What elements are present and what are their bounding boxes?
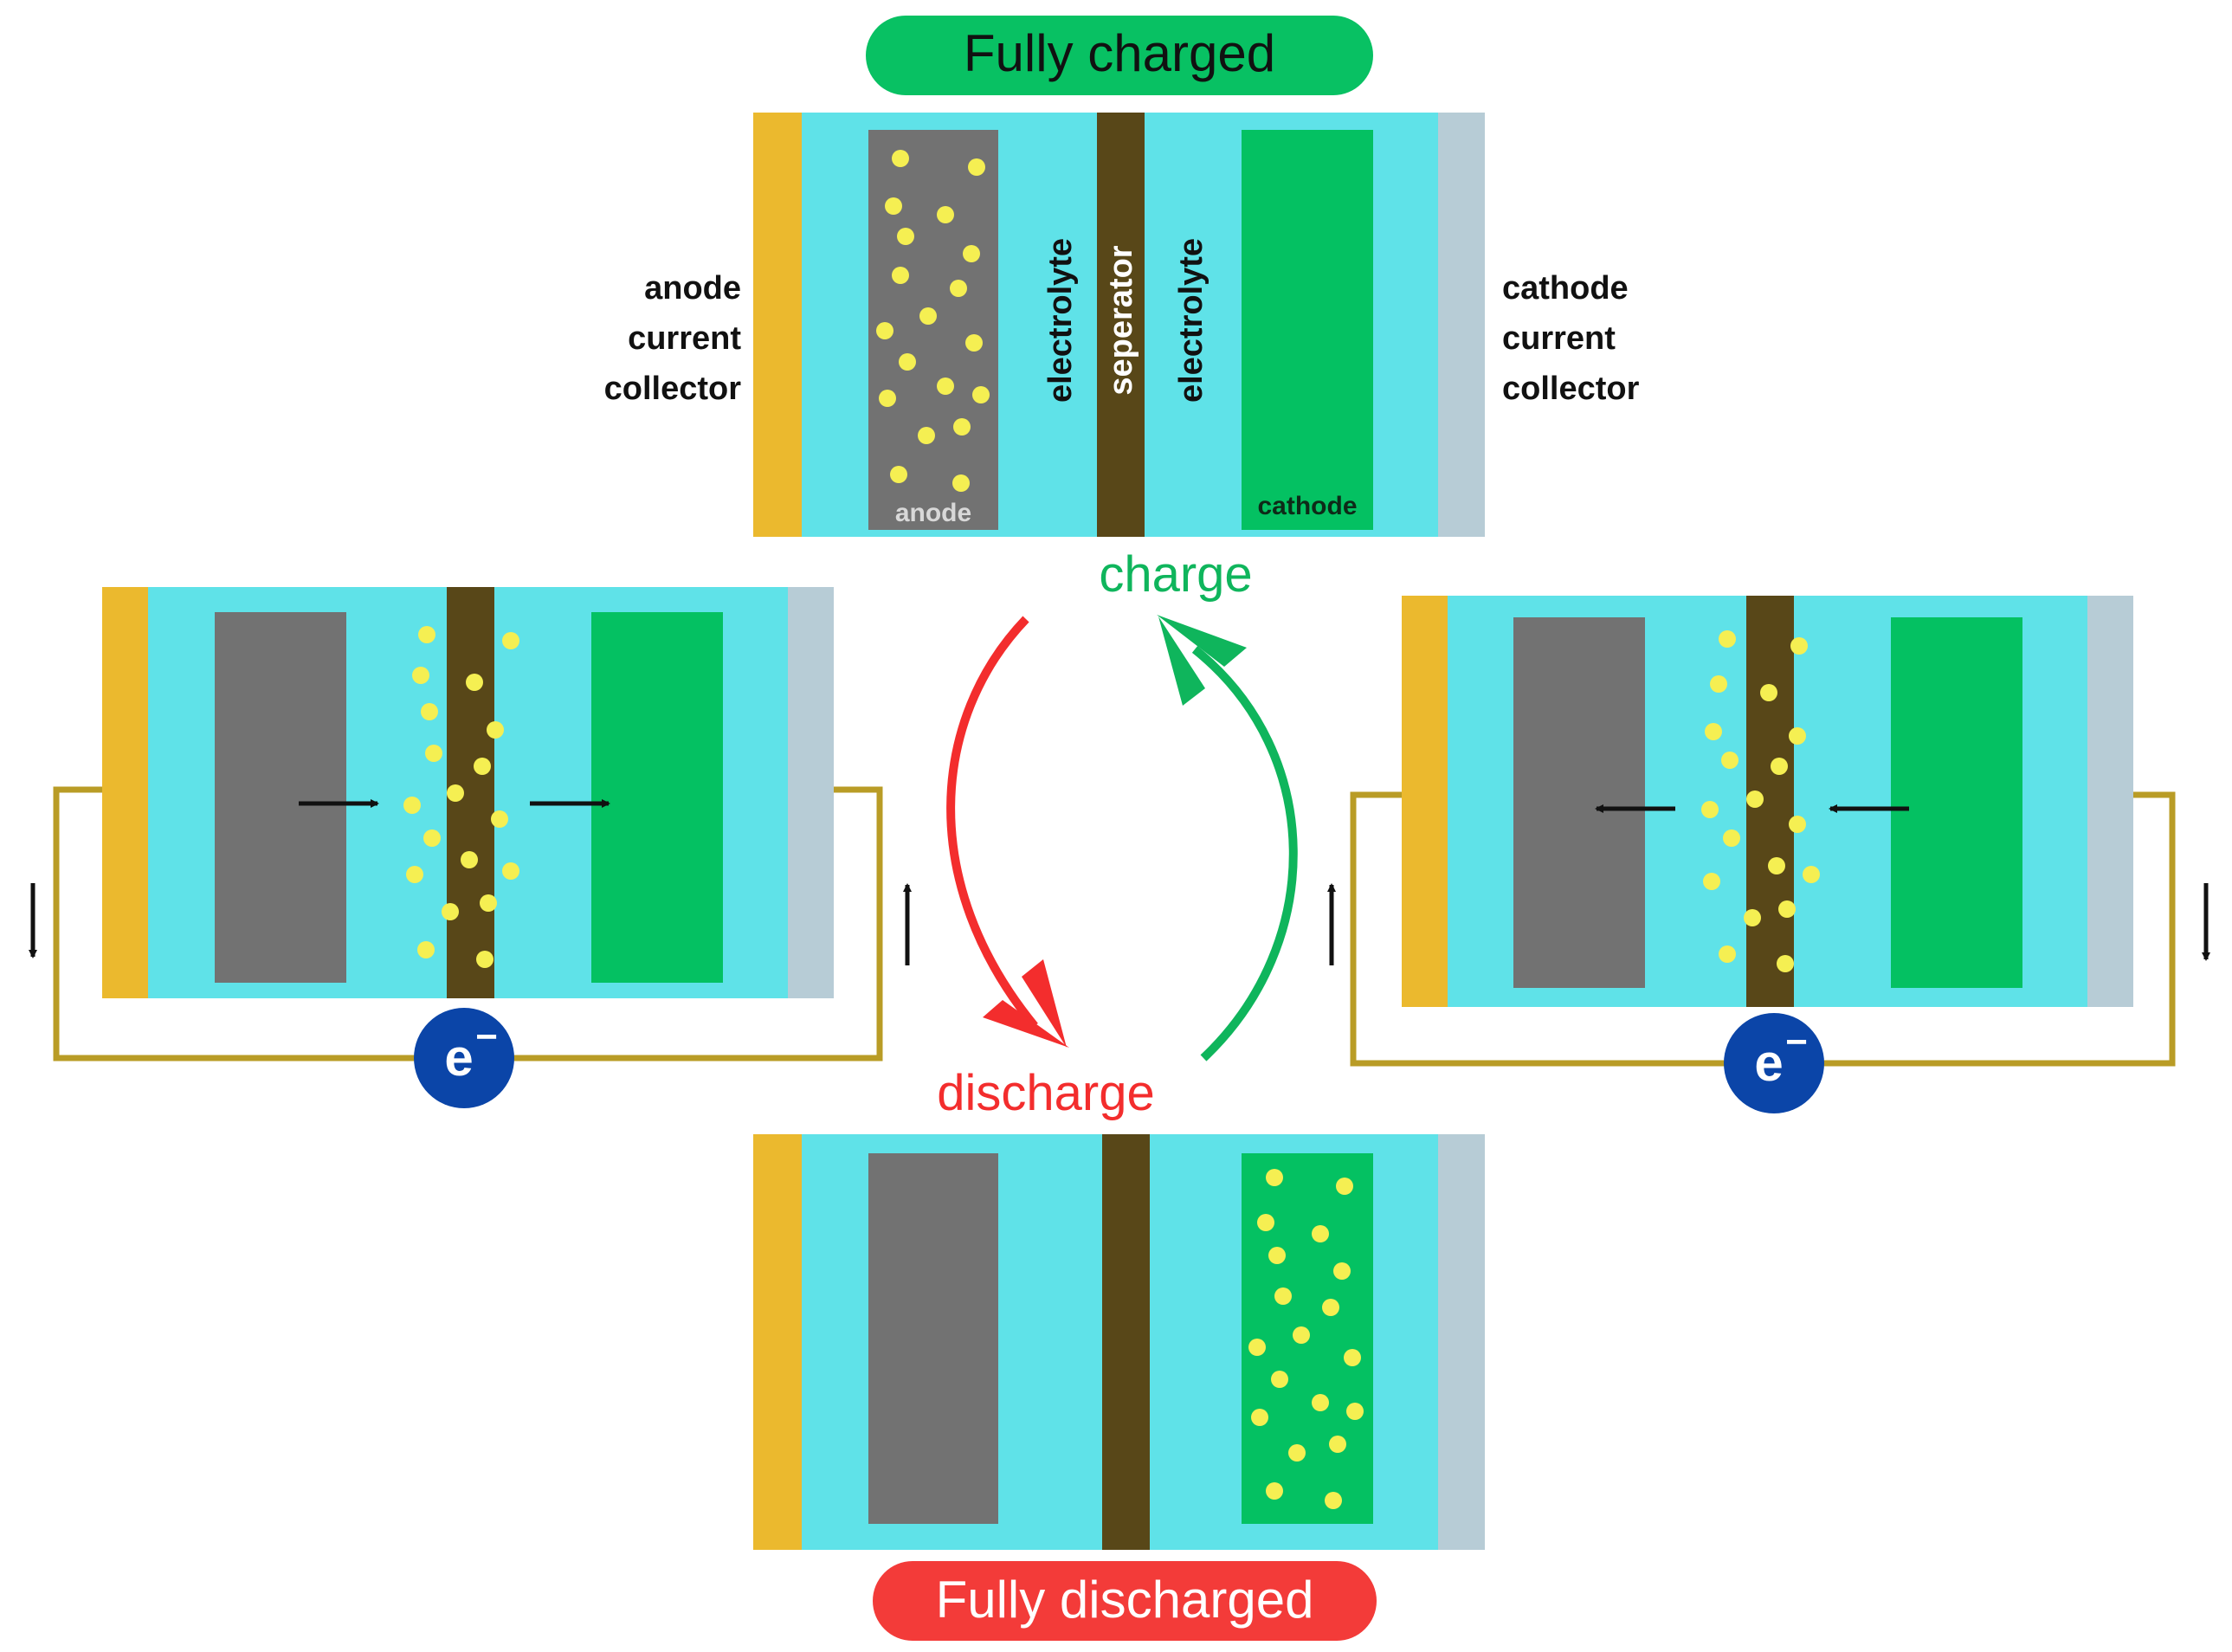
discharge-arrowhead — [983, 1000, 1069, 1048]
svg-text:collector: collector — [604, 371, 742, 407]
cell-charging: e − — [1327, 596, 2210, 1113]
fully-discharged-label: Fully discharged — [936, 1571, 1314, 1629]
cathode-current-collector-bottom — [1438, 1134, 1485, 1550]
separator-layer — [1097, 113, 1145, 537]
discharge-arrow — [946, 616, 1038, 1029]
anode-block-right — [1513, 617, 1645, 988]
charge-arrow — [1191, 646, 1298, 1062]
charge-arrowhead — [1157, 615, 1247, 667]
anode-block-left — [215, 612, 346, 983]
cell-discharging: e − — [29, 587, 912, 1108]
svg-text:collector: collector — [1502, 371, 1640, 407]
fully-charged-badge — [866, 16, 1373, 95]
anode-current-collector-bottom — [753, 1134, 802, 1550]
discharge-label: discharge — [937, 1065, 1154, 1121]
electrolyte-label-left: electrolyte — [1042, 238, 1079, 403]
cathode-block-left — [591, 612, 723, 983]
svg-text:anode: anode — [644, 270, 741, 307]
anode-current-collector-left — [102, 587, 148, 998]
cathode-label: cathode — [1257, 492, 1357, 520]
cathode-block — [1242, 130, 1373, 530]
electrolyte-label-right: electrolyte — [1173, 238, 1210, 403]
svg-text:cathode: cathode — [1502, 270, 1629, 307]
cathode-block-right — [1891, 617, 2022, 988]
cell-fully-discharged: Fully discharged — [753, 1134, 1485, 1641]
lithium-ions-in-cathode — [1248, 1169, 1364, 1509]
cell-fully-charged: Fully charged anode cathode electrolyte … — [604, 16, 1640, 537]
svg-text:e: e — [444, 1029, 473, 1087]
charge-label: charge — [1099, 546, 1252, 603]
cathode-current-collector — [1438, 113, 1485, 537]
electron-badge-right: e − — [1724, 1013, 1824, 1113]
lithium-ions-in-anode — [876, 150, 990, 492]
svg-text:e: e — [1754, 1034, 1783, 1092]
lithium-ions-migrating-right — [1701, 630, 1820, 972]
cathode-current-collector-left — [788, 587, 834, 998]
electron-badge-left: e − — [414, 1008, 514, 1108]
cathode-current-collector-right — [2087, 596, 2133, 1007]
separator-label: seperator — [1103, 245, 1139, 395]
anode-block-bottom — [868, 1153, 998, 1524]
anode-current-collector — [753, 113, 802, 537]
cathode-current-collector-label: cathode current collector — [1502, 270, 1640, 407]
anode-current-collector-right — [1402, 596, 1448, 1007]
anode-current-collector-label: anode current collector — [604, 270, 742, 407]
svg-text:−: − — [475, 1016, 498, 1058]
separator-layer-bottom — [1102, 1134, 1150, 1550]
svg-text:−: − — [1785, 1021, 1808, 1063]
fully-discharged-badge — [873, 1561, 1377, 1641]
svg-text:current: current — [1502, 320, 1616, 357]
svg-text:current: current — [628, 320, 741, 357]
anode-label: anode — [895, 499, 971, 527]
fully-charged-label: Fully charged — [964, 24, 1275, 82]
lithium-ions-migrating-left — [403, 626, 519, 968]
cycle-arrows: charge discharge — [937, 546, 1298, 1121]
